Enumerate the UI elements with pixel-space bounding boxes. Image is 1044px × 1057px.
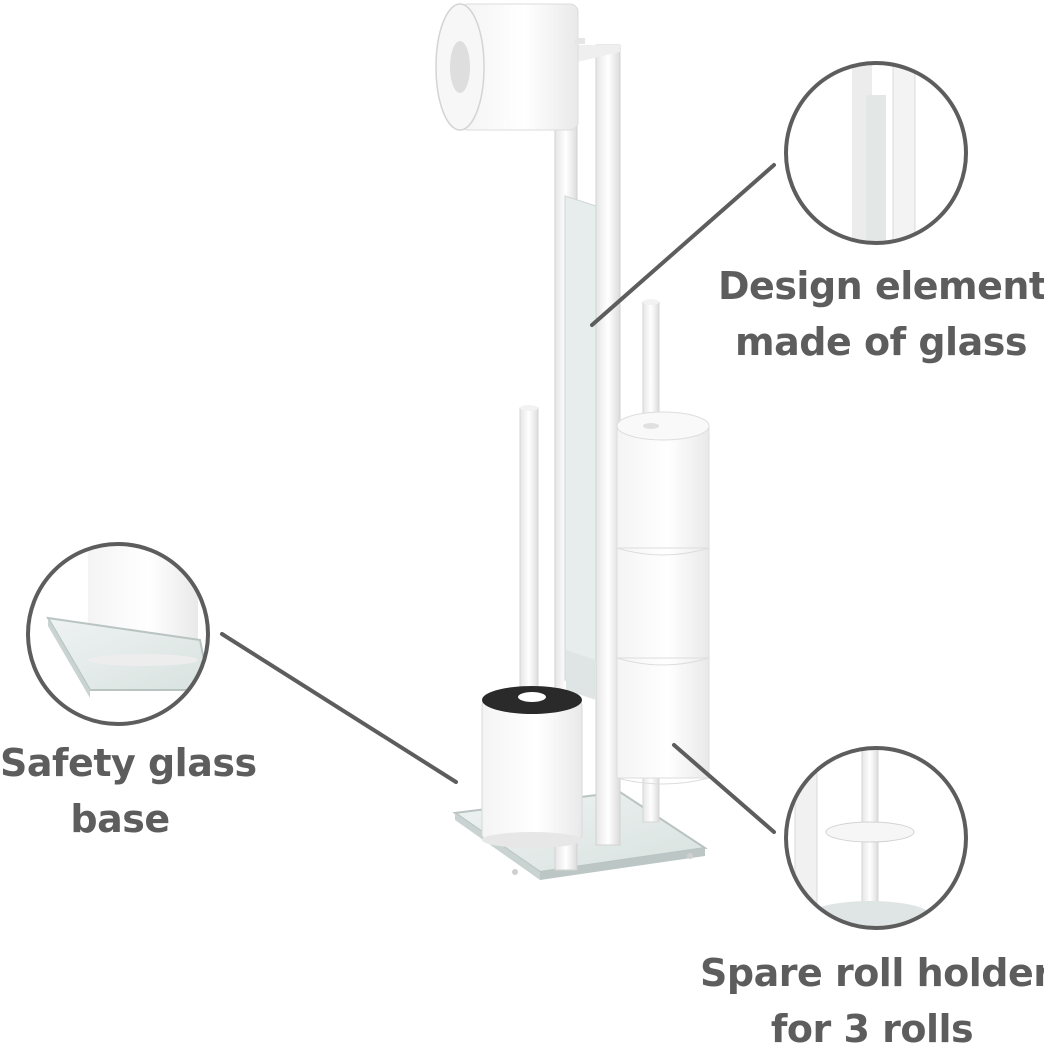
- safety-detail-circle: [26, 542, 210, 726]
- safety-glass-label-line1: Safety glass: [0, 741, 257, 785]
- top-paper-roll: [435, 3, 585, 131]
- holder-stand: [435, 3, 710, 880]
- design-element-label-line2: made of glass: [735, 320, 1027, 364]
- safety-callout-line: [220, 632, 458, 784]
- main-frame: [554, 44, 621, 871]
- safety-glass-label-line2: base: [70, 797, 170, 841]
- spare-roll-label: Spare roll holder for 3 rolls: [700, 945, 1044, 1057]
- spare-callout-line: [672, 743, 776, 834]
- design-detail-circle: [784, 61, 968, 245]
- spare-detail-circle: [784, 746, 968, 930]
- callout-lines: [220, 163, 776, 834]
- spare-roll-stack: [616, 299, 710, 823]
- spare-roll-label-line2: for 3 rolls: [770, 1007, 974, 1051]
- design-callout-line: [590, 163, 776, 327]
- spare-roll-label-line1: Spare roll holder: [700, 951, 1044, 995]
- safety-glass-label: Safety glass base: [0, 735, 257, 847]
- toilet-brush: [481, 405, 583, 848]
- design-element-label: Design element made of glass: [718, 258, 1044, 370]
- design-element-label-line1: Design element: [718, 264, 1044, 308]
